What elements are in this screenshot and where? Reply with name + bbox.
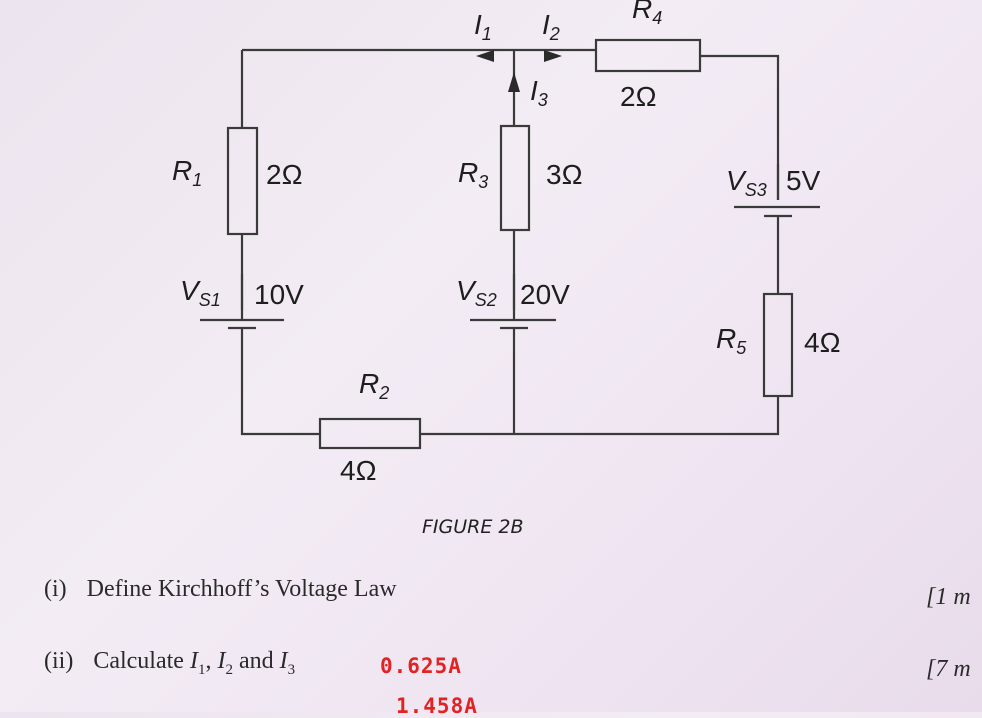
- var-i1-symbol: I: [189, 648, 198, 674]
- value-vs2: 20V: [520, 279, 570, 310]
- arrow-i3-icon: [508, 72, 520, 92]
- figure-caption: FIGURE 2B: [422, 516, 524, 538]
- arrow-i2-icon: [544, 50, 562, 62]
- label-i3: I3: [530, 75, 548, 110]
- label-r2: R2: [359, 368, 389, 403]
- left-wire-bottom: [240, 328, 320, 436]
- value-vs1: 10V: [254, 279, 304, 310]
- value-r3: 3Ω: [546, 159, 583, 190]
- label-r3: R3: [458, 157, 488, 192]
- source-vs3-symbol: [734, 205, 820, 218]
- value-r2: 4Ω: [340, 455, 377, 486]
- var-i2-symbol: I: [217, 648, 226, 674]
- label-r1: R1: [172, 155, 202, 190]
- label-vs3: VS3: [726, 165, 767, 200]
- question-ii: (ii) Calculate I1, I2 and I3: [44, 648, 295, 679]
- question-i-text: Define Kirchhoff’s Voltage Law: [86, 576, 397, 602]
- var-i3-sub: 3: [287, 661, 296, 678]
- resistor-r4: [594, 38, 702, 73]
- var-i1-sub: 1: [197, 661, 206, 678]
- question-i: (i) Define Kirchhoff’s Voltage Law: [44, 576, 397, 603]
- question-ii-prefix: Calculate: [93, 648, 190, 674]
- value-r5: 4Ω: [804, 327, 841, 358]
- label-r4: R4: [632, 0, 662, 28]
- resistor-r3: [499, 124, 531, 232]
- value-r1: 2Ω: [266, 159, 303, 190]
- source-vs2-symbol: [470, 318, 556, 330]
- source-vs1-symbol: [200, 318, 284, 330]
- question-ii-number: (ii): [44, 648, 74, 674]
- value-vs3: 5V: [786, 165, 821, 196]
- handwritten-answer-1: 0.625A: [380, 654, 462, 678]
- resistor-r2: [318, 417, 422, 450]
- label-i2: I2: [542, 9, 560, 44]
- label-vs2: VS2: [456, 275, 497, 310]
- var-i2-sub: 2: [225, 661, 233, 678]
- resistor-r1: [226, 126, 259, 236]
- resistor-r5: [762, 292, 794, 398]
- top-wire-right: [700, 54, 780, 200]
- bottom-wire: [420, 396, 780, 436]
- question-i-marks: [1 m: [926, 584, 971, 610]
- var-sep-1: ,: [205, 648, 218, 674]
- question-i-number: (i): [44, 576, 67, 602]
- handwritten-answer-2: 1.458A: [396, 694, 478, 718]
- label-i1: I1: [474, 9, 492, 44]
- arrow-i1-icon: [476, 50, 494, 62]
- var-sep-2: and: [232, 648, 280, 674]
- value-r4: 2Ω: [620, 81, 657, 112]
- question-ii-marks: [7 m: [926, 656, 971, 682]
- label-r5: R5: [716, 323, 747, 358]
- label-vs1: VS1: [180, 275, 221, 310]
- var-i3-symbol: I: [279, 648, 288, 674]
- circuit-wires: [240, 48, 780, 436]
